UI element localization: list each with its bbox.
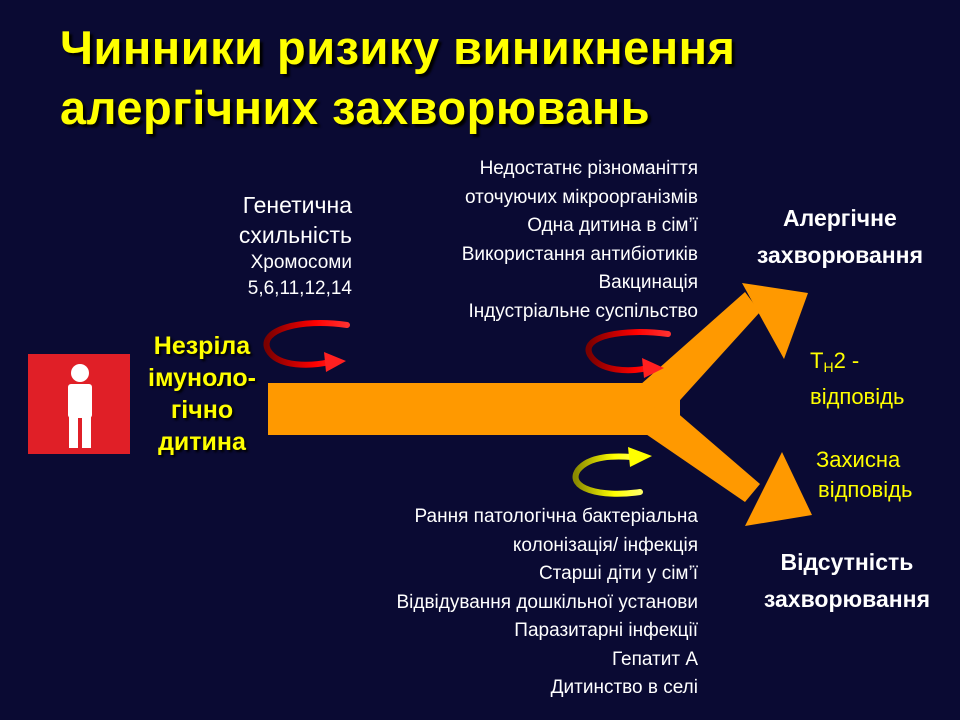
- genetic-line: схильність: [238, 222, 352, 248]
- th2-line: TH2 -: [810, 346, 904, 382]
- protective-line: Захисна: [816, 447, 901, 472]
- outcome-line: захворювання: [756, 242, 923, 268]
- protective-factor-item: колонізація/ інфекція: [512, 534, 698, 556]
- curved-arrow-red-icon: [263, 320, 350, 372]
- immature-child-label: Незріла імуноло- гічно дитина: [136, 330, 268, 458]
- risk-factor-item: Недостатнє різноманіття: [479, 158, 698, 179]
- title-line-1: Чинники ризику виникнення: [60, 21, 736, 74]
- protective-factor-item: Гепатит А: [612, 648, 698, 670]
- protective-response-label: Захисна відповідь: [816, 445, 912, 505]
- chromosomes-line: Хромосоми: [250, 252, 352, 273]
- outcome-allergic-disease: Алергічне захворювання: [757, 200, 923, 274]
- child-label-line: Незріла: [153, 332, 251, 360]
- protective-factor-item: Паразитарні інфекції: [514, 620, 698, 641]
- person-icon: [68, 364, 92, 448]
- risk-factors-top-list: Недостатнє різноманіття оточуючих мікроо…: [462, 155, 698, 326]
- protective-factor-item: Дитинство в селі: [550, 677, 698, 698]
- protective-factor-item: Рання патологічна бактеріальна: [414, 506, 699, 527]
- th2-subscript: H: [823, 359, 834, 375]
- main-arrow-shaft: [268, 383, 680, 435]
- risk-factor-item: оточуючих мікроорганізмів: [464, 186, 698, 208]
- curved-arrow-red-icon: [585, 329, 671, 378]
- th2-rest: 2 -: [833, 348, 860, 373]
- branch-arrow-down: [640, 398, 812, 526]
- th2-line-2: відповідь: [810, 384, 905, 409]
- title-line-2: алергічних захворювань: [60, 81, 651, 134]
- risk-factor-item: Індустріальне суспільство: [468, 300, 698, 322]
- child-label-line: імуноло-: [148, 364, 256, 392]
- curved-arrow-yellow-icon: [572, 447, 652, 497]
- genetic-predisposition-block: Генетична схильність Хромосоми 5,6,11,12…: [239, 190, 352, 302]
- slide-title: Чинники ризику виникнення алергічних зах…: [60, 18, 735, 138]
- outcome-line: захворювання: [763, 586, 930, 612]
- genetic-line: Генетична: [242, 192, 352, 218]
- branch-arrow-up: [640, 283, 808, 420]
- outcome-line: Алергічне: [783, 205, 897, 231]
- risk-factor-item: Використання антибіотиків: [461, 243, 698, 265]
- chromosomes-list: 5,6,11,12,14: [247, 278, 352, 299]
- protective-factor-item: Відвідування дошкільної установи: [396, 591, 698, 613]
- child-label-line: дитина: [158, 428, 246, 456]
- child-label-line: гічно: [170, 396, 234, 424]
- child-figure-box: [28, 354, 130, 454]
- risk-factor-item: Вакцинація: [598, 272, 699, 293]
- outcome-no-disease: Відсутність захворювання: [764, 544, 930, 618]
- th2-t: T: [810, 348, 824, 373]
- th2-response-label: TH2 - відповідь: [810, 346, 904, 412]
- protective-factors-bottom-list: Рання патологічна бактеріальна колонізац…: [396, 503, 698, 703]
- protective-line: відповідь: [818, 477, 913, 502]
- risk-factor-item: Одна дитина в сім’ї: [527, 215, 698, 236]
- outcome-line: Відсутність: [780, 549, 914, 575]
- protective-factor-item: Старші діти у сім’ї: [538, 563, 698, 584]
